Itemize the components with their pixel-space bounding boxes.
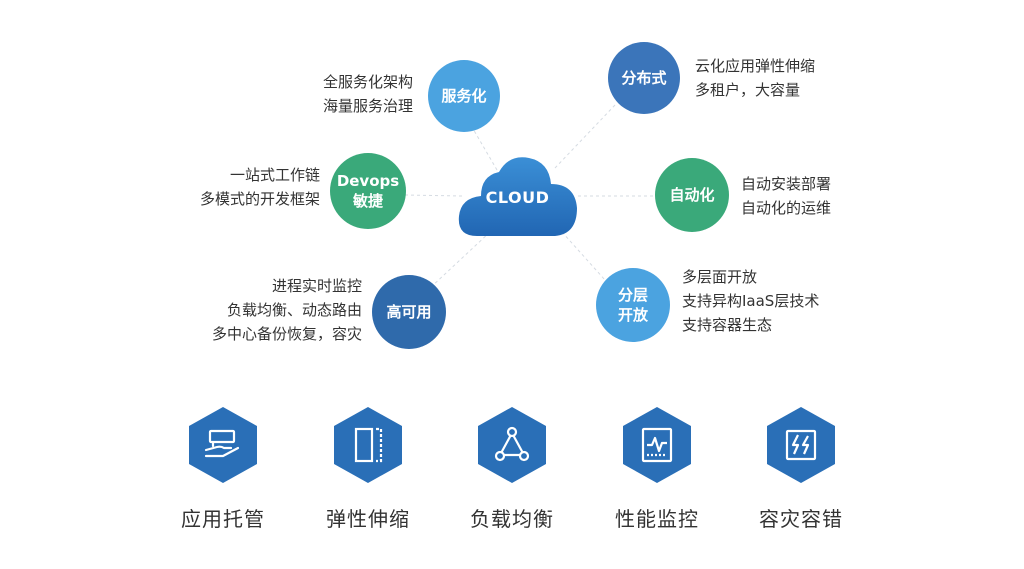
feature-label: 性能监控 xyxy=(615,507,699,531)
node-label: 分布式 xyxy=(621,69,667,87)
feature-performance-monitoring: 性能监控 xyxy=(597,405,717,532)
node-gaokeyong: 高可用 xyxy=(372,275,446,349)
lightning-box-icon xyxy=(785,429,817,461)
cloud-center: CLOUD xyxy=(455,150,580,240)
feature-label: 应用托管 xyxy=(181,507,265,531)
feature-label: 负载均衡 xyxy=(470,507,554,531)
node-label: 服务化 xyxy=(441,87,487,105)
cloud-label: CLOUD xyxy=(485,188,550,207)
feature-label: 弹性伸缩 xyxy=(326,507,410,531)
desc-line: 自动化的运维 xyxy=(741,199,832,217)
desc-fenceng: 多层面开放 支持异构IaaS层技术 支持容器生态 xyxy=(682,265,882,337)
node-zidonghua: 自动化 xyxy=(655,158,729,232)
desc-line: 一站式工作链 xyxy=(229,166,320,184)
node-fenbushi: 分布式 xyxy=(608,42,680,114)
node-fuwuhua: 服务化 xyxy=(428,60,500,132)
desc-devops: 一站式工作链 多模式的开发框架 xyxy=(150,163,320,211)
desc-zidonghua: 自动安装部署 自动化的运维 xyxy=(741,172,941,220)
desc-line: 多模式的开发框架 xyxy=(199,190,320,208)
node-label: Devops xyxy=(336,172,400,190)
desc-line: 云化应用弹性伸缩 xyxy=(695,57,816,75)
desc-line: 多层面开放 xyxy=(682,268,758,286)
node-label: 开放 xyxy=(617,306,648,324)
desc-gaokeyong: 进程实时监控 负载均衡、动态路由 多中心备份恢复，容灾 xyxy=(160,274,362,346)
node-devops: Devops 敏捷 xyxy=(330,153,406,229)
desc-line: 海量服务治理 xyxy=(322,97,413,115)
feature-load-balancing: 负载均衡 xyxy=(452,405,572,532)
desc-line: 自动安装部署 xyxy=(741,175,832,193)
hexagon xyxy=(621,405,693,485)
node-fenceng: 分层 开放 xyxy=(596,268,670,342)
hexagon xyxy=(187,405,259,485)
desc-fuwuhua: 全服务化架构 海量服务治理 xyxy=(250,70,413,118)
desc-line: 进程实时监控 xyxy=(271,277,362,295)
desc-line: 支持容器生态 xyxy=(682,316,773,334)
desc-line: 多租户，大容量 xyxy=(695,81,801,99)
monitor-chart-icon xyxy=(641,427,673,463)
hexagon xyxy=(476,405,548,485)
feature-app-hosting: 应用托管 xyxy=(163,405,283,532)
hexagon xyxy=(332,405,404,485)
desc-line: 支持异构IaaS层技术 xyxy=(682,292,820,310)
cloud-icon xyxy=(458,157,577,236)
desc-fenbushi: 云化应用弹性伸缩 多租户，大容量 xyxy=(695,54,895,102)
feature-elastic-scaling: 弹性伸缩 xyxy=(308,405,428,532)
node-label: 自动化 xyxy=(669,186,715,204)
network-triangle-icon xyxy=(494,426,530,462)
hexagon xyxy=(765,405,837,485)
desc-line: 全服务化架构 xyxy=(322,73,413,91)
hand-card-icon xyxy=(204,429,240,458)
desc-line: 多中心备份恢复，容灾 xyxy=(211,325,362,343)
node-label: 高可用 xyxy=(386,303,432,321)
feature-disaster-tolerance: 容灾容错 xyxy=(741,405,861,532)
desc-line: 负载均衡、动态路由 xyxy=(226,301,362,319)
node-label: 分层 xyxy=(617,286,648,304)
resize-panel-icon xyxy=(354,427,383,463)
feature-label: 容灾容错 xyxy=(759,507,843,531)
node-label: 敏捷 xyxy=(352,192,383,210)
